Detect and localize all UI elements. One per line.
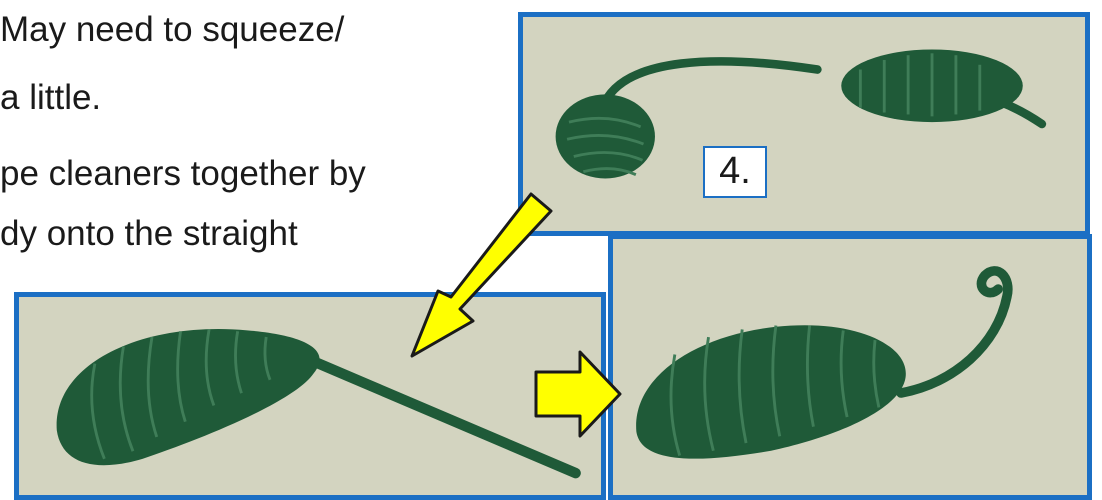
photo-body-straight-tail xyxy=(14,292,606,500)
instruction-line-2: a little. xyxy=(0,78,102,117)
photo-body-curled-tail xyxy=(608,234,1092,500)
step-number-label: 4. xyxy=(703,146,767,198)
pipe-cleaner-body-curled-tail-image xyxy=(636,266,1013,459)
arrow-down-left-icon xyxy=(410,192,553,358)
instruction-line-1: May need to squeeze/ xyxy=(0,10,345,49)
photo-step-4: 4. xyxy=(518,12,1090,236)
pipe-cleaner-coiled-head-and-body-image xyxy=(555,49,1047,179)
instruction-line-3: pe cleaners together by xyxy=(0,154,366,193)
arrow-right-icon xyxy=(534,350,622,438)
pipe-cleaner-body-straight-tail-image xyxy=(56,328,581,479)
instruction-line-4: dy onto the straight xyxy=(0,214,298,253)
